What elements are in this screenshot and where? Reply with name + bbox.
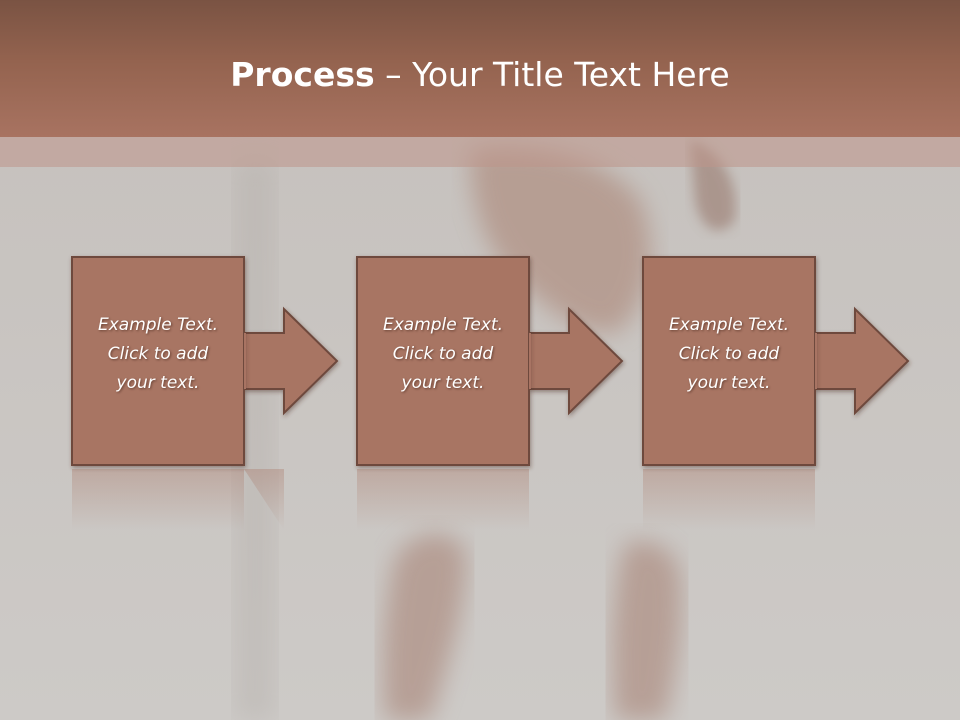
step-1-text[interactable]: Example Text. Click to add your text.	[72, 311, 244, 398]
title-rest-text: – Your Title Text Here	[374, 55, 730, 94]
title-bold-text: Process	[230, 55, 375, 94]
step-2-line-1: Example Text.	[382, 315, 504, 335]
step-3-box	[642, 256, 816, 466]
step-3-text[interactable]: Example Text. Click to add your text.	[643, 311, 815, 398]
step-3-line-2: Click to add	[678, 344, 780, 364]
step-2-text[interactable]: Example Text. Click to add your text.	[357, 311, 529, 398]
arrow-right-icon	[243, 306, 339, 416]
step-1-box	[71, 256, 245, 466]
process-step-3[interactable]	[642, 256, 910, 530]
step-2-line-2: Click to add	[392, 344, 494, 364]
process-step-1[interactable]	[71, 256, 339, 530]
step-3-line-3: your text.	[687, 373, 771, 393]
step-1-line-3: your text.	[116, 373, 200, 393]
step-3-reflection	[643, 469, 815, 530]
step-1-line-2: Click to add	[107, 344, 209, 364]
step-3-line-1: Example Text.	[668, 315, 790, 335]
step-2-box	[356, 256, 530, 466]
arrow-right-icon	[814, 306, 910, 416]
step-1-line-1: Example Text.	[97, 315, 219, 335]
step-2-line-3: your text.	[401, 373, 485, 393]
arrow-right-icon	[528, 306, 624, 416]
step-1-reflection	[72, 469, 284, 530]
title-band	[0, 137, 960, 167]
slide-title[interactable]: Process – Your Title Text Here	[0, 52, 960, 98]
step-2-reflection	[357, 469, 529, 530]
process-step-2[interactable]	[356, 256, 624, 530]
title-bar	[0, 0, 960, 137]
